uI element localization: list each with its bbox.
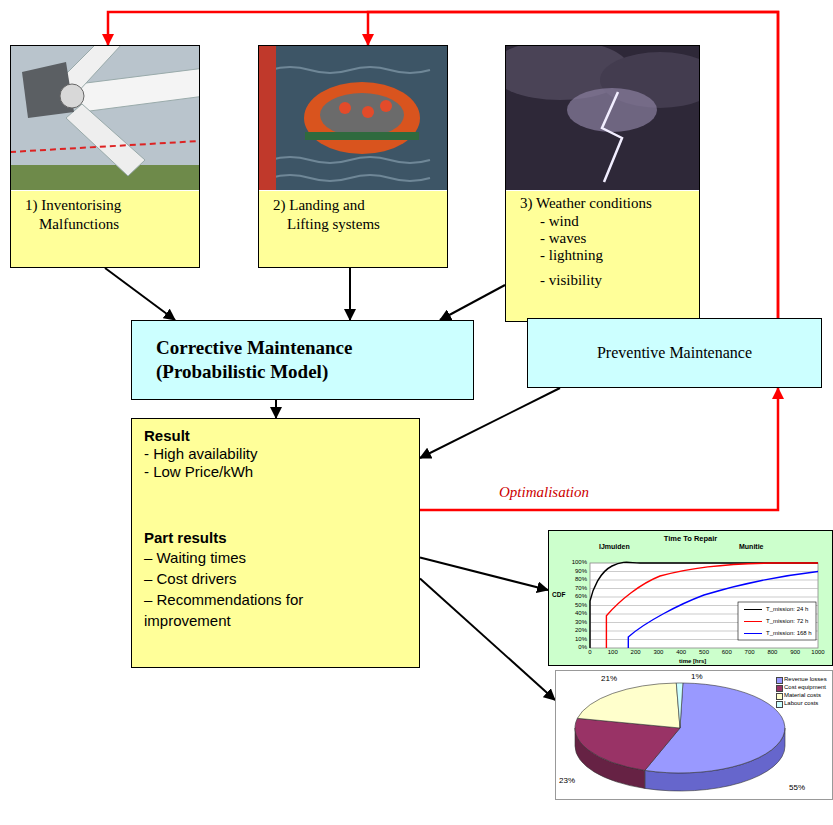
curve-24h	[590, 562, 818, 648]
percent-label: 21%	[601, 674, 617, 683]
box-label: 1) Inventorising Malfunctions	[25, 196, 159, 234]
legend-text: Labour costs	[784, 700, 818, 707]
series-title: Munitie	[739, 543, 764, 551]
flow-arrow	[105, 268, 175, 320]
malfunction-box: 1) Inventorising Malfunctions	[10, 45, 200, 268]
tick-label: 70%	[560, 585, 587, 592]
tick-label: 20%	[560, 627, 587, 634]
feedback-arrow	[420, 388, 778, 510]
tick-label: 500	[693, 649, 715, 656]
list-item: – Recommendations for improvement	[144, 589, 344, 631]
tick-label: 200	[625, 649, 647, 656]
tick-label: 1000	[807, 649, 829, 656]
list-item: - wind	[540, 213, 691, 230]
legend-swatch	[776, 693, 783, 700]
box-label: 2) Landing and Lifting systems	[273, 196, 407, 234]
tick-label: 100%	[560, 559, 587, 566]
result-box: Result- High availability- Low Price/kWh…	[131, 418, 420, 668]
list-item: - High availability	[144, 445, 407, 463]
legend-text: T_mission: 168 h	[766, 630, 812, 637]
pie-chart	[555, 670, 833, 800]
tick-label: 700	[739, 649, 761, 656]
axis-title: time [hrs]	[679, 658, 706, 665]
pie-ground	[555, 670, 833, 800]
process-box: Preventive Maintenance	[527, 318, 822, 388]
list-item: – Waiting times	[144, 547, 407, 568]
edge-label: Optimalisation	[497, 483, 591, 501]
tick-label: 40%	[560, 610, 587, 617]
pie-slice	[577, 683, 680, 728]
landing-box: 2) Landing and Lifting systems	[258, 45, 448, 268]
list-item: - Low Price/kWh	[144, 463, 407, 481]
percent-label: 23%	[559, 776, 575, 785]
tick-label: 800	[761, 649, 783, 656]
legend-line	[744, 621, 762, 622]
tick-label: 900	[784, 649, 806, 656]
legend-text: Material costs	[784, 692, 821, 699]
list-item: - waves	[540, 230, 691, 247]
list-item: – Cost drivers	[144, 568, 407, 589]
cdf-chart	[548, 530, 833, 666]
chart-title: Time To Repair	[549, 534, 832, 543]
legend-text: Revenue losses	[784, 676, 827, 683]
box-title: Preventive Maintenance	[538, 343, 811, 363]
legend-line	[744, 609, 762, 610]
tick-label: 30%	[560, 619, 587, 626]
flow-arrow	[420, 579, 555, 701]
tick-label: 100	[602, 649, 624, 656]
heading: Part results	[144, 529, 407, 547]
legend-text: T_mission: 24 h	[766, 606, 808, 613]
process-box: Corrective Maintenance (Probabilistic Mo…	[131, 320, 474, 400]
flow-arrow	[420, 558, 548, 591]
pie-slice	[676, 683, 683, 728]
tick-label: 10%	[560, 636, 587, 643]
tick-label: 600	[716, 649, 738, 656]
chart-ground	[548, 530, 833, 666]
weather-box: 3) Weather conditions- wind- waves- ligh…	[505, 45, 700, 322]
legend-swatch	[776, 685, 783, 692]
tick-label: 0%	[560, 644, 587, 651]
legend-swatch	[776, 677, 783, 684]
legend-text: Cost equipment	[784, 684, 826, 691]
tick-label: 80%	[560, 576, 587, 583]
chart-box: Time To RepairIJmuiden MunitieCDF time [hr…	[548, 530, 833, 666]
tick-label: 90%	[560, 568, 587, 575]
tick-label: 0	[579, 649, 601, 656]
heading: Result	[144, 427, 407, 445]
tick-label: 60%	[560, 593, 587, 600]
legend-swatch	[776, 701, 783, 708]
box-title: Corrective Maintenance (Probabilistic Mo…	[156, 336, 416, 384]
list-item: - lightning	[540, 247, 691, 264]
percent-label: 1%	[691, 672, 703, 681]
flow-arrow	[275, 400, 277, 418]
legend-text: T_mission: 72 h	[766, 618, 808, 625]
chart-legend-box	[738, 602, 816, 640]
list-item: - visibility	[540, 272, 691, 289]
curve-168h	[628, 572, 818, 649]
series-title: IJmuiden	[599, 543, 630, 551]
box-label: 3) Weather conditions	[520, 194, 654, 213]
tick-label: 300	[647, 649, 669, 656]
percent-label: 55%	[789, 783, 805, 792]
tick-label: 50%	[560, 602, 587, 609]
flow-arrow	[349, 268, 351, 320]
tick-label: 400	[670, 649, 692, 656]
axis-title: CDF	[552, 591, 565, 598]
curve-72h	[606, 563, 818, 648]
grid-lines	[590, 572, 818, 640]
flow-arrow	[440, 285, 505, 320]
legend-line	[744, 633, 762, 634]
plot-area	[590, 563, 818, 648]
